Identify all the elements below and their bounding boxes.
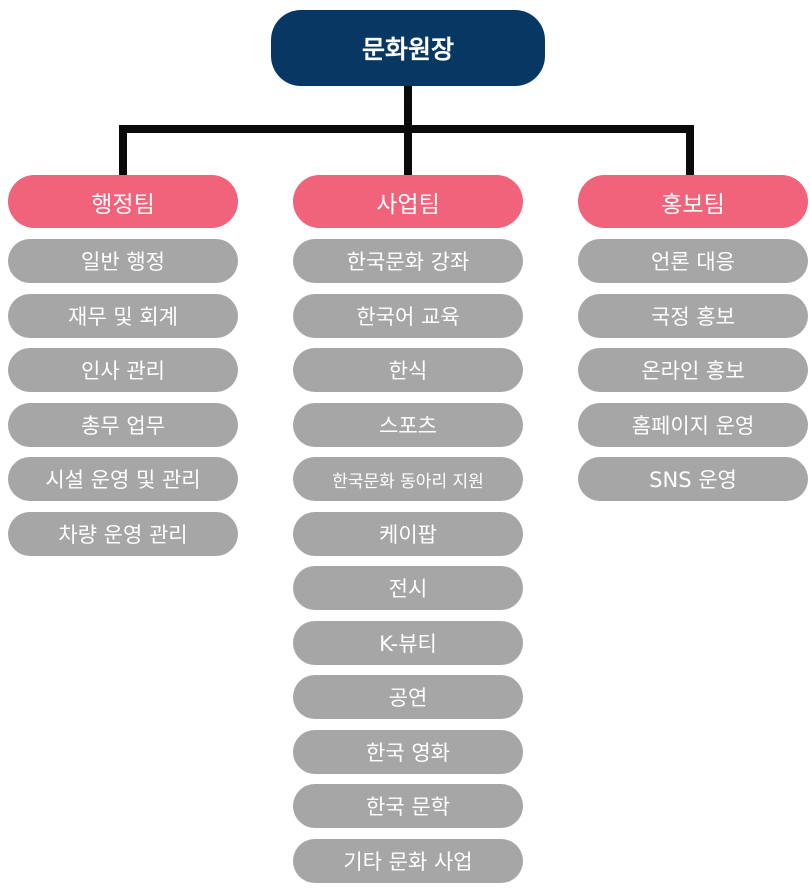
task-item: 한국문화 동아리 지원 (293, 457, 523, 501)
task-item: 기타 문화 사업 (293, 838, 523, 883)
task-item: 인사 관리 (8, 348, 238, 392)
connector-center-drop (404, 125, 412, 177)
team-header: 사업팀 (293, 175, 523, 228)
team-column-pr: 홍보팀 언론 대응 국정 홍보 온라인 홍보 홈페이지 운영 SNS 운영 (578, 175, 808, 512)
task-item: 재무 및 회계 (8, 293, 238, 338)
task-item: K-뷰티 (293, 620, 523, 665)
task-item: 한국문화 강좌 (293, 239, 523, 283)
task-item: 한국 영화 (293, 729, 523, 774)
task-item: 온라인 홍보 (578, 348, 808, 392)
task-item: 일반 행정 (8, 239, 238, 283)
task-item: 전시 (293, 566, 523, 610)
connector-root-down (404, 86, 412, 130)
task-item: 한식 (293, 348, 523, 392)
team-header: 행정팀 (8, 175, 238, 228)
task-item: 언론 대응 (578, 239, 808, 283)
root-node-director: 문화원장 (271, 10, 545, 86)
team-header: 홍보팀 (578, 175, 808, 228)
task-item: 케이팝 (293, 511, 523, 556)
task-item: 공연 (293, 675, 523, 719)
task-item: 한국어 교육 (293, 293, 523, 338)
task-item: 홈페이지 운영 (578, 402, 808, 447)
connector-left-drop (119, 125, 127, 177)
team-column-admin: 행정팀 일반 행정 재무 및 회계 인사 관리 총무 업무 시설 운영 및 관리… (8, 175, 238, 566)
task-item: 한국 문학 (293, 784, 523, 828)
task-item: 차량 운영 관리 (8, 511, 238, 556)
task-item: SNS 운영 (578, 457, 808, 501)
connector-right-drop (686, 125, 694, 177)
task-item: 총무 업무 (8, 402, 238, 447)
task-item: 시설 운영 및 관리 (8, 457, 238, 501)
team-column-business: 사업팀 한국문화 강좌 한국어 교육 한식 스포츠 한국문화 동아리 지원 케이… (293, 175, 523, 893)
task-item: 스포츠 (293, 402, 523, 447)
task-item: 국정 홍보 (578, 293, 808, 338)
